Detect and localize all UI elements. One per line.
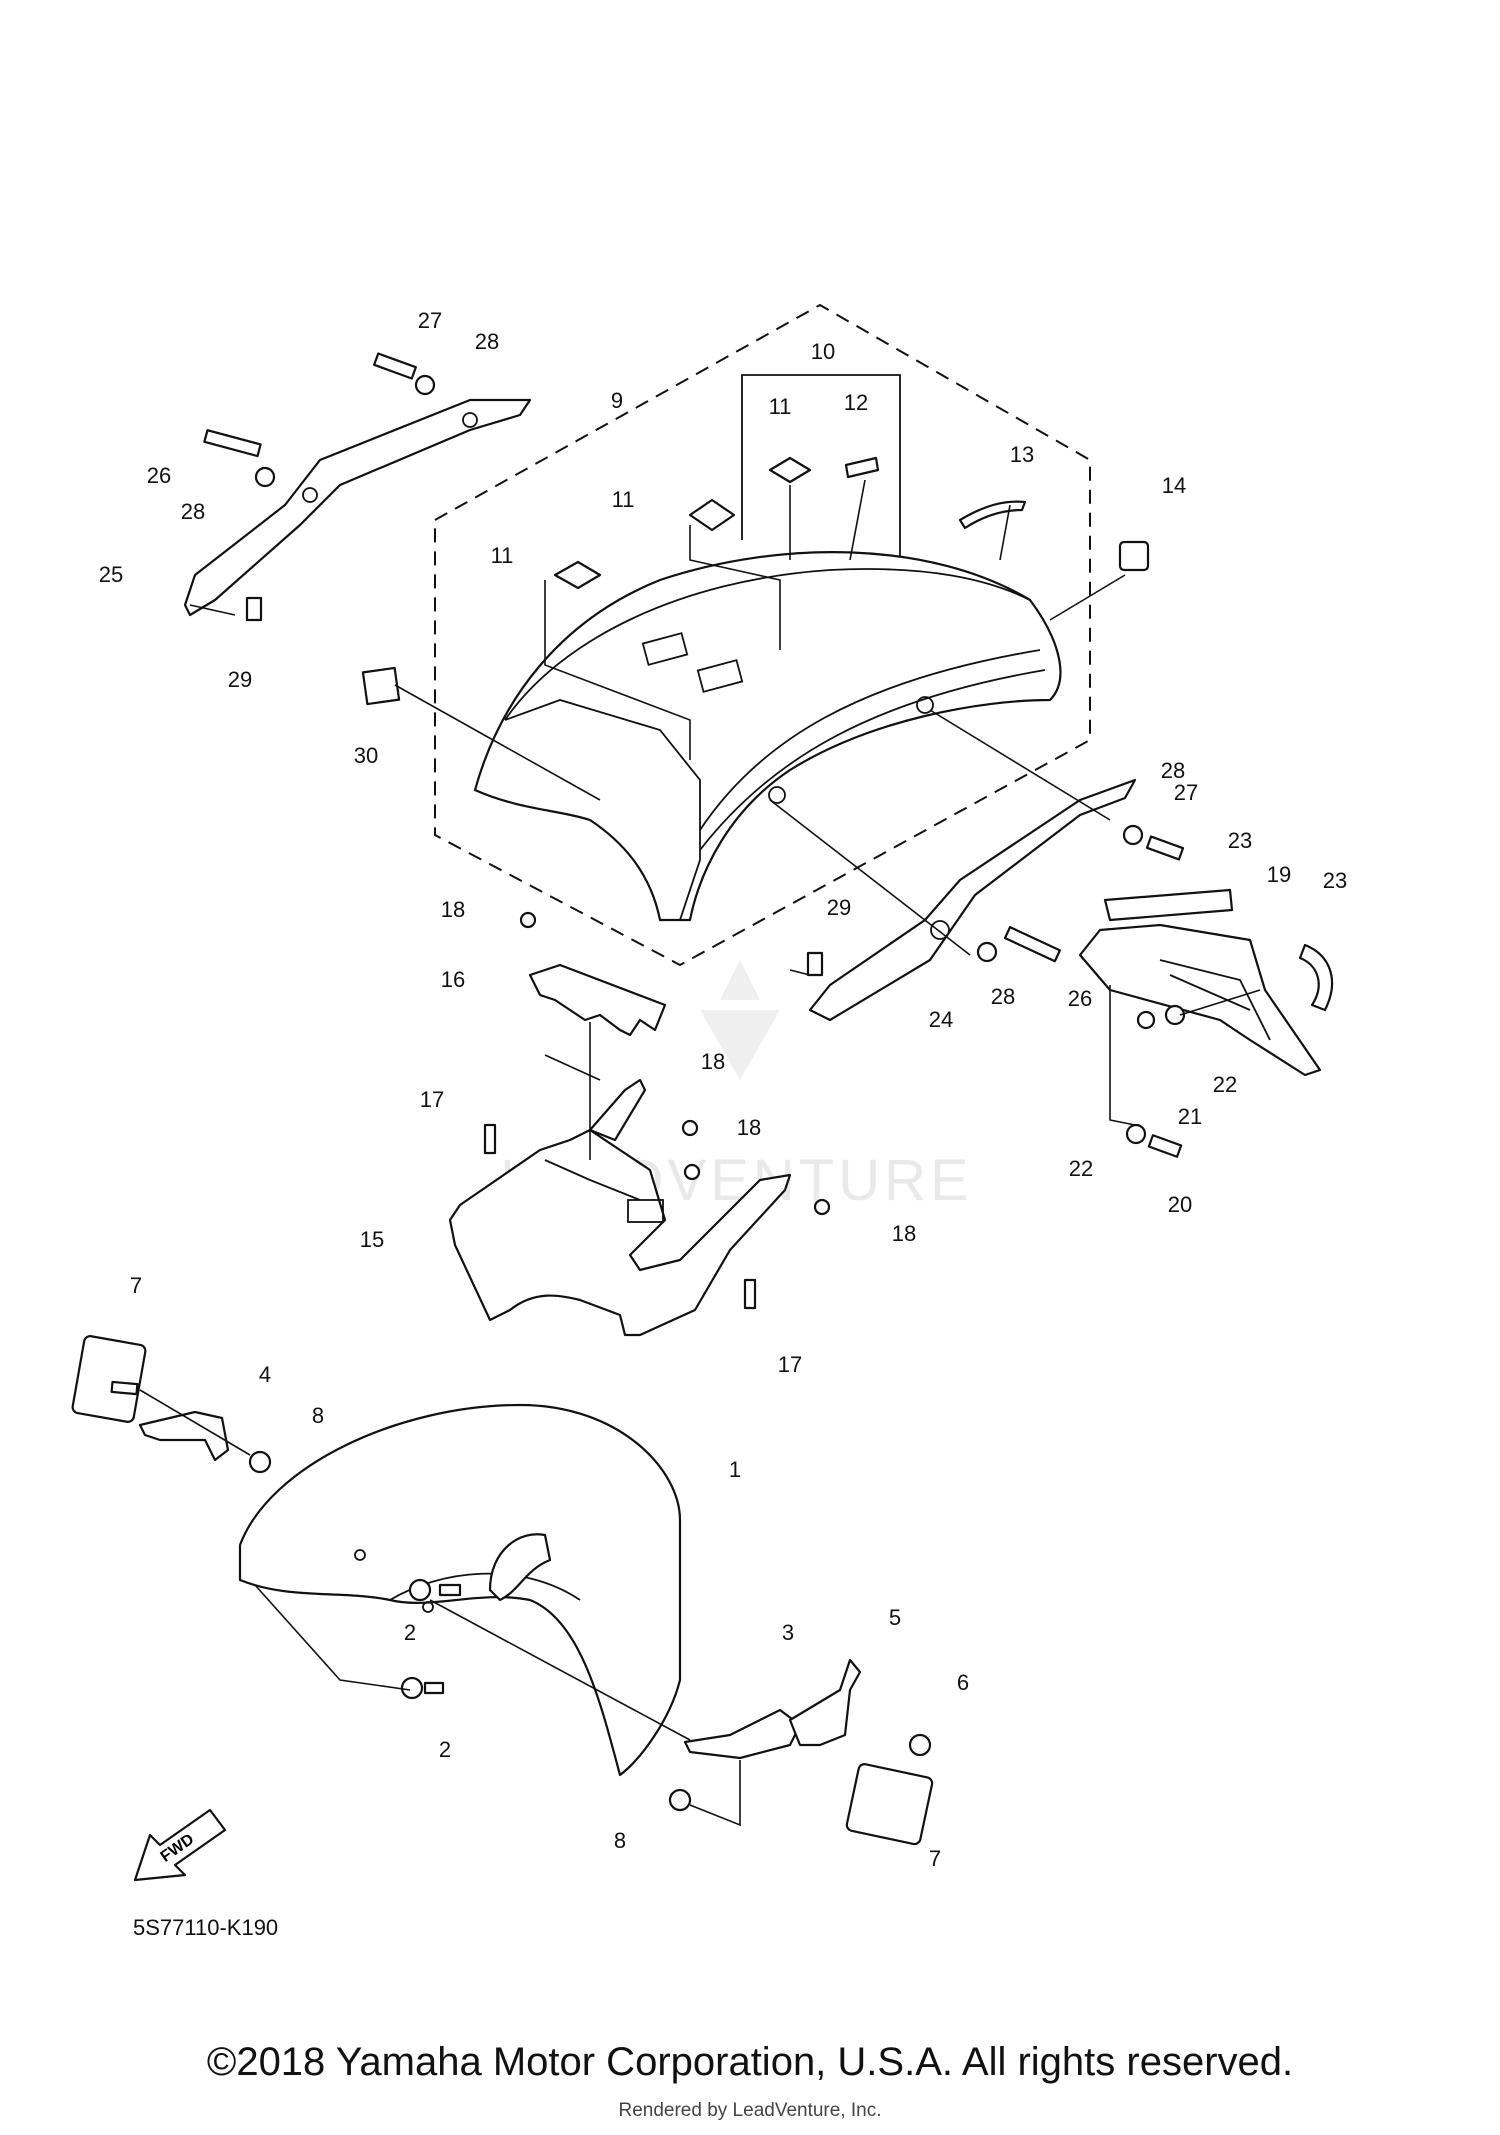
callout-28: 28 xyxy=(181,499,205,524)
callout-2: 2 xyxy=(439,1737,451,1762)
left-reflector-assembly[interactable] xyxy=(71,1335,272,1474)
callout-13: 13 xyxy=(1010,442,1034,467)
callout-18: 18 xyxy=(737,1115,761,1140)
callout-12: 12 xyxy=(844,390,868,415)
callout-1: 1 xyxy=(729,1457,741,1482)
callout-22: 22 xyxy=(1213,1072,1237,1097)
rear-fender[interactable] xyxy=(473,551,1062,922)
fender-stay-plate[interactable] xyxy=(528,963,667,1037)
callout-22: 22 xyxy=(1069,1156,1093,1181)
callout-27: 27 xyxy=(1174,780,1198,805)
right-rail-fasteners[interactable] xyxy=(806,824,1185,977)
callout-30: 30 xyxy=(354,743,378,768)
callout-29: 29 xyxy=(228,667,252,692)
right-reflector-assembly[interactable] xyxy=(668,1658,934,1846)
callout-21: 21 xyxy=(1178,1104,1202,1129)
callout-5: 5 xyxy=(889,1605,901,1630)
callout-17: 17 xyxy=(778,1352,802,1377)
callout-28: 28 xyxy=(1161,758,1185,783)
rear-fender-stay[interactable] xyxy=(448,911,831,1337)
callout-numbers: 1 2 2 3 4 5 6 7 7 8 8 9 10 11 11 11 12 1… xyxy=(99,308,1347,1871)
callout-4: 4 xyxy=(259,1362,271,1387)
callout-26: 26 xyxy=(1068,986,1092,1011)
callout-23: 23 xyxy=(1323,868,1347,893)
leader-lines xyxy=(139,479,1261,1827)
callout-9: 9 xyxy=(611,388,623,413)
callout-8: 8 xyxy=(614,1828,626,1853)
callout-6: 6 xyxy=(957,1670,969,1695)
callout-29: 29 xyxy=(827,895,851,920)
callout-15: 15 xyxy=(360,1227,384,1252)
callout-25: 25 xyxy=(99,562,123,587)
right-grab-rail[interactable] xyxy=(808,778,1137,1022)
callout-18: 18 xyxy=(892,1221,916,1246)
callout-7: 7 xyxy=(929,1846,941,1871)
callout-19: 19 xyxy=(1267,862,1291,887)
tail-light-housing[interactable] xyxy=(1078,888,1334,1158)
callout-11: 11 xyxy=(491,543,514,568)
callout-28: 28 xyxy=(475,329,499,354)
callout-17: 17 xyxy=(420,1087,444,1112)
callout-23: 23 xyxy=(1228,828,1252,853)
callout-16: 16 xyxy=(441,967,465,992)
decal-set-bracket xyxy=(741,374,901,620)
rendered-by-credit: Rendered by LeadVenture, Inc. xyxy=(618,2100,882,2121)
callout-11: 11 xyxy=(612,487,635,512)
callout-26: 26 xyxy=(147,463,171,488)
callout-14: 14 xyxy=(1162,473,1186,498)
callout-11: 11 xyxy=(769,394,792,419)
callout-24: 24 xyxy=(929,1007,953,1032)
rear-fender-assembly-outline xyxy=(434,303,1091,967)
diagram-code: 5S77110-K190 xyxy=(133,1915,279,1940)
callout-3: 3 xyxy=(782,1620,794,1645)
callout-18: 18 xyxy=(701,1049,725,1074)
front-fender-bolts[interactable] xyxy=(400,1578,462,1700)
callout-27: 27 xyxy=(418,308,442,333)
callout-7: 7 xyxy=(130,1273,142,1298)
callout-28: 28 xyxy=(991,984,1015,1009)
callout-2: 2 xyxy=(404,1620,416,1645)
left-grab-rail[interactable] xyxy=(183,398,532,617)
left-rail-fasteners[interactable] xyxy=(203,352,436,622)
callout-18: 18 xyxy=(441,897,465,922)
callout-20: 20 xyxy=(1168,1192,1192,1217)
callout-10: 10 xyxy=(811,339,835,364)
callout-8: 8 xyxy=(312,1403,324,1428)
copyright-notice: ©2018 Yamaha Motor Corporation, U.S.A. A… xyxy=(206,2040,1294,2084)
fwd-direction-arrow: FWD xyxy=(133,1808,227,1882)
